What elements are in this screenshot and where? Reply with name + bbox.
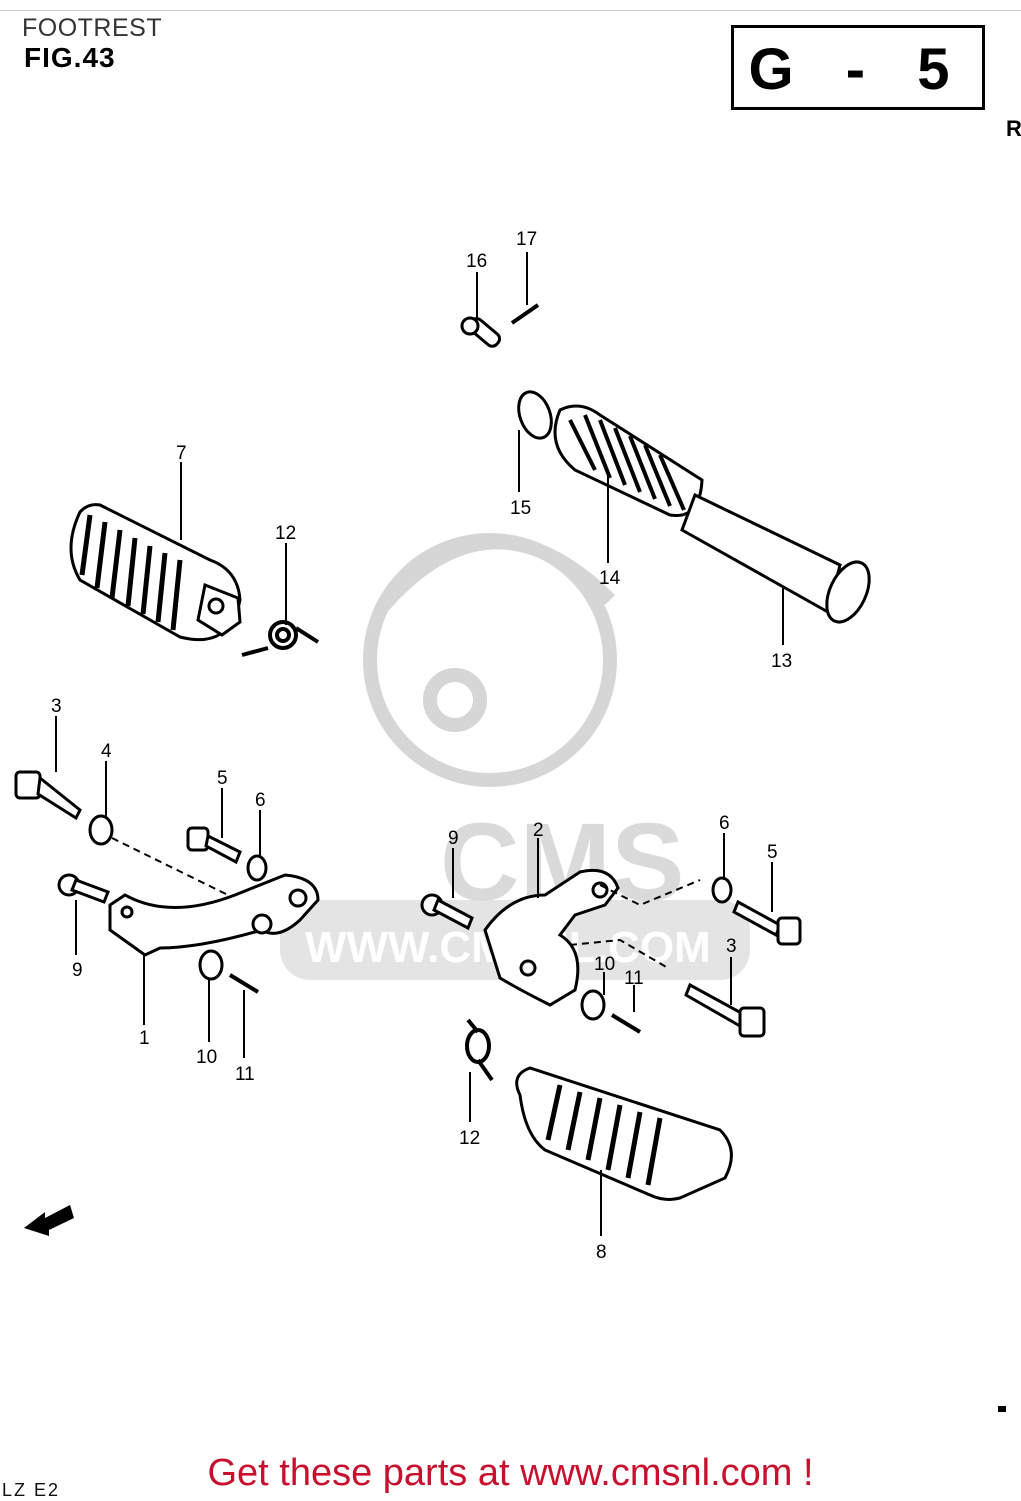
figure-number: FIG.43 [24,42,116,73]
section-code-box: G - 5 [731,25,985,110]
watermark-mascot-helmet [374,535,615,615]
margin-mark [998,1406,1006,1412]
leader-lines [55,252,784,1236]
part-1-left-bracket [108,873,320,957]
part-label: 6 [255,790,266,811]
part-label: 5 [767,842,778,863]
part-9-pin-left [57,873,110,904]
part-6-nut-right [711,876,733,904]
part-15-washer [517,390,553,440]
part-label: 1 [139,1028,150,1049]
section-code: G - 5 [748,37,968,102]
part-label: 12 [275,523,296,544]
part-label: 4 [101,741,112,762]
part-label: 14 [599,568,621,589]
edge-mark: R [1006,116,1021,141]
part-label: 8 [596,1242,607,1263]
part-5-bolt-right [732,899,802,946]
part-label: 9 [448,828,459,849]
part-label: 12 [459,1128,480,1149]
page-title: FOOTREST [22,14,163,42]
part-3-bolt-right [684,982,766,1038]
part-6-nut-left [246,854,268,882]
part-label: 11 [235,1064,255,1085]
part-label: 11 [624,968,644,989]
part-label: 16 [466,251,487,272]
part-16-pin [460,316,502,348]
part-17-cotter-pin [510,303,540,325]
part-label: 10 [594,954,615,975]
part-8-right-footrest [515,1066,733,1201]
part-labels: 1 2 3 3 4 5 5 6 6 7 8 9 9 10 10 11 11 12… [51,229,792,1263]
part-label: 2 [533,820,544,841]
part-label: 9 [72,960,83,981]
watermark-mascot-eye [423,668,487,732]
part-11-cotter-pin-left [228,973,260,994]
part-label: 6 [719,813,730,834]
part-4-washer [88,814,114,846]
top-rule [0,10,1021,11]
part-9-pin-right [420,893,474,931]
part-11-cotter-pin-right [610,1013,642,1034]
part-7-left-footrest [69,503,242,642]
part-label: 13 [771,651,792,672]
part-label: 3 [726,936,737,957]
part-13-footrest-shaft [680,492,871,624]
part-5-bolt-left [186,826,242,865]
assembly-lines [111,837,701,969]
part-label: 15 [510,498,531,519]
part-label: 17 [516,229,537,250]
part-label: 3 [51,696,62,717]
part-label: 5 [217,768,228,789]
part-10-washer-left [198,949,224,981]
part-label: 10 [196,1047,217,1068]
part-12-spring-lower [465,1018,494,1082]
part-3-bolt-left [14,770,82,821]
part-label: 7 [176,443,187,464]
part-14-rubber-grip [553,404,704,518]
part-12-spring-upper [241,620,320,657]
model-code: LZ E2 [2,1480,61,1500]
cta-link[interactable]: Get these parts at www.cmsnl.com ! [207,1452,814,1494]
part-2-right-bracket [483,868,620,1007]
part-10-washer-right [580,989,606,1021]
front-direction-arrow [24,1205,74,1236]
